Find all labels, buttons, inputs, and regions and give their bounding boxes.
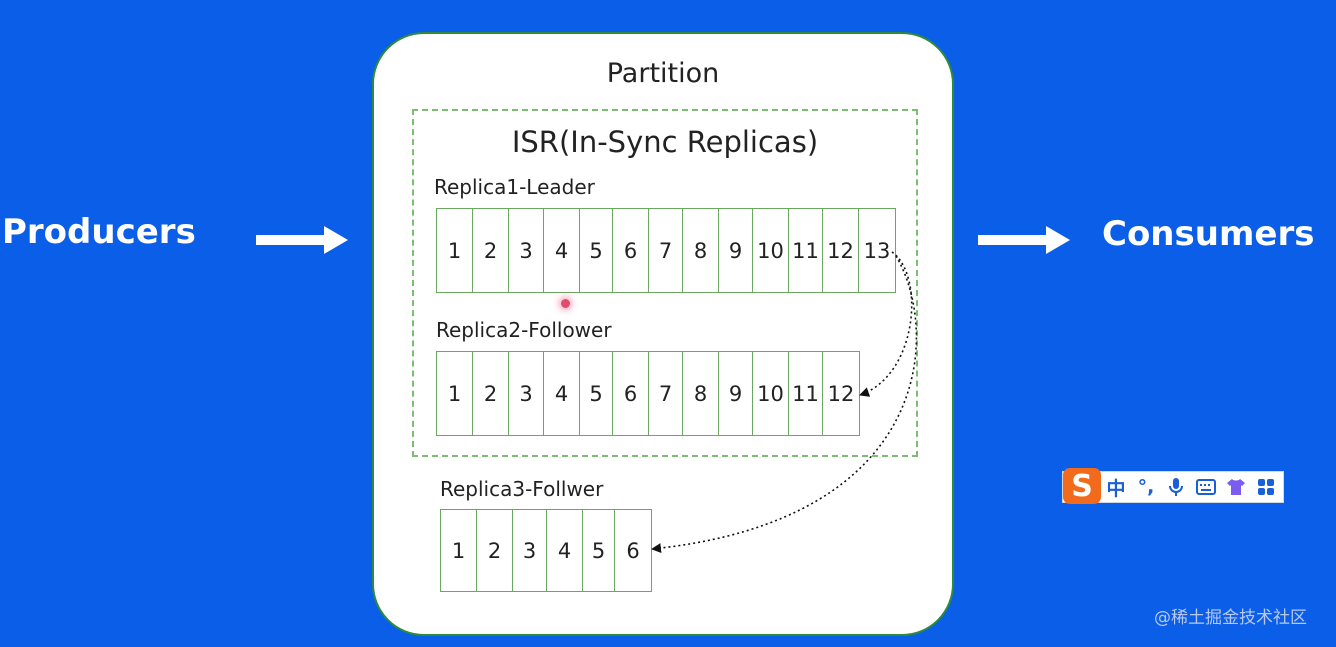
log-offset-cell: 12: [823, 209, 859, 292]
log-offset-cell: 4: [547, 510, 583, 591]
ime-mode-toggle[interactable]: 中: [1106, 477, 1126, 500]
isr-title: ISR(In-Sync Replicas): [511, 125, 819, 159]
log-offset-cell: 9: [719, 352, 753, 435]
log-offset-cell: 5: [580, 352, 613, 435]
log-offset-cell: 3: [509, 209, 544, 292]
log-offset-cell: 12: [827, 381, 855, 406]
keyboard-icon[interactable]: [1191, 472, 1221, 502]
log-offset-cell: 2: [473, 209, 509, 292]
producers-label: Producers: [2, 212, 196, 252]
log-offset-cell: 4: [544, 209, 580, 292]
isr-box: ISR(In-Sync Replicas): [412, 109, 918, 457]
log-offset-cell: 11: [789, 352, 823, 435]
log-offset-cell: 3: [513, 510, 547, 591]
cursor-dot: [561, 299, 570, 308]
replication-arrow: [859, 251, 913, 397]
ime-toolbar[interactable]: S 中 °,: [1062, 468, 1284, 504]
mic-icon[interactable]: [1161, 472, 1191, 502]
log-offset-cell: 7: [649, 352, 683, 435]
log-offset-cell: 3: [509, 352, 544, 435]
log-offset-cell: 11: [789, 209, 823, 292]
log-offset-cell: 1: [441, 510, 477, 591]
log-offset-cell: 10: [753, 352, 789, 435]
log-offset-cell: 1: [437, 352, 473, 435]
log-offset-cell: 2: [473, 352, 509, 435]
log-offset-cell: 5: [580, 209, 613, 292]
sogou-logo-icon[interactable]: S: [1063, 468, 1101, 504]
replica-label: Replica3-Follwer: [440, 477, 604, 501]
arrow-right-icon: [978, 226, 1070, 254]
log-offset-cell: 6: [626, 538, 640, 563]
partition-title: Partition: [606, 58, 720, 89]
consumers-label: Consumers: [1102, 214, 1315, 254]
log-offset-cell: 6: [613, 209, 649, 292]
log-offset-cell: 5: [583, 510, 615, 591]
replica-label: Replica2-Follower: [436, 318, 612, 342]
log-offset-cell: 8: [683, 352, 719, 435]
log-offset-cell: 13: [863, 238, 891, 263]
log-offset-cell: 4: [544, 352, 580, 435]
log-offset-cell: 10: [753, 209, 789, 292]
log-offset-cell: 6: [613, 352, 649, 435]
replication-arrow: [651, 255, 918, 554]
arrow-right-icon: [256, 226, 348, 254]
log-offset-cell: 1: [437, 209, 473, 292]
skin-icon[interactable]: [1221, 472, 1251, 502]
log-offset-cell: 8: [683, 209, 719, 292]
log-offset-cell: 2: [477, 510, 513, 591]
log-offset-cell: 9: [719, 209, 753, 292]
apps-icon[interactable]: [1251, 472, 1281, 502]
ime-punct-toggle[interactable]: °,: [1137, 476, 1155, 498]
replica-label: Replica1-Leader: [434, 175, 595, 199]
log-offset-cell: 7: [649, 209, 683, 292]
watermark: @稀土掘金技术社区: [1154, 608, 1307, 628]
